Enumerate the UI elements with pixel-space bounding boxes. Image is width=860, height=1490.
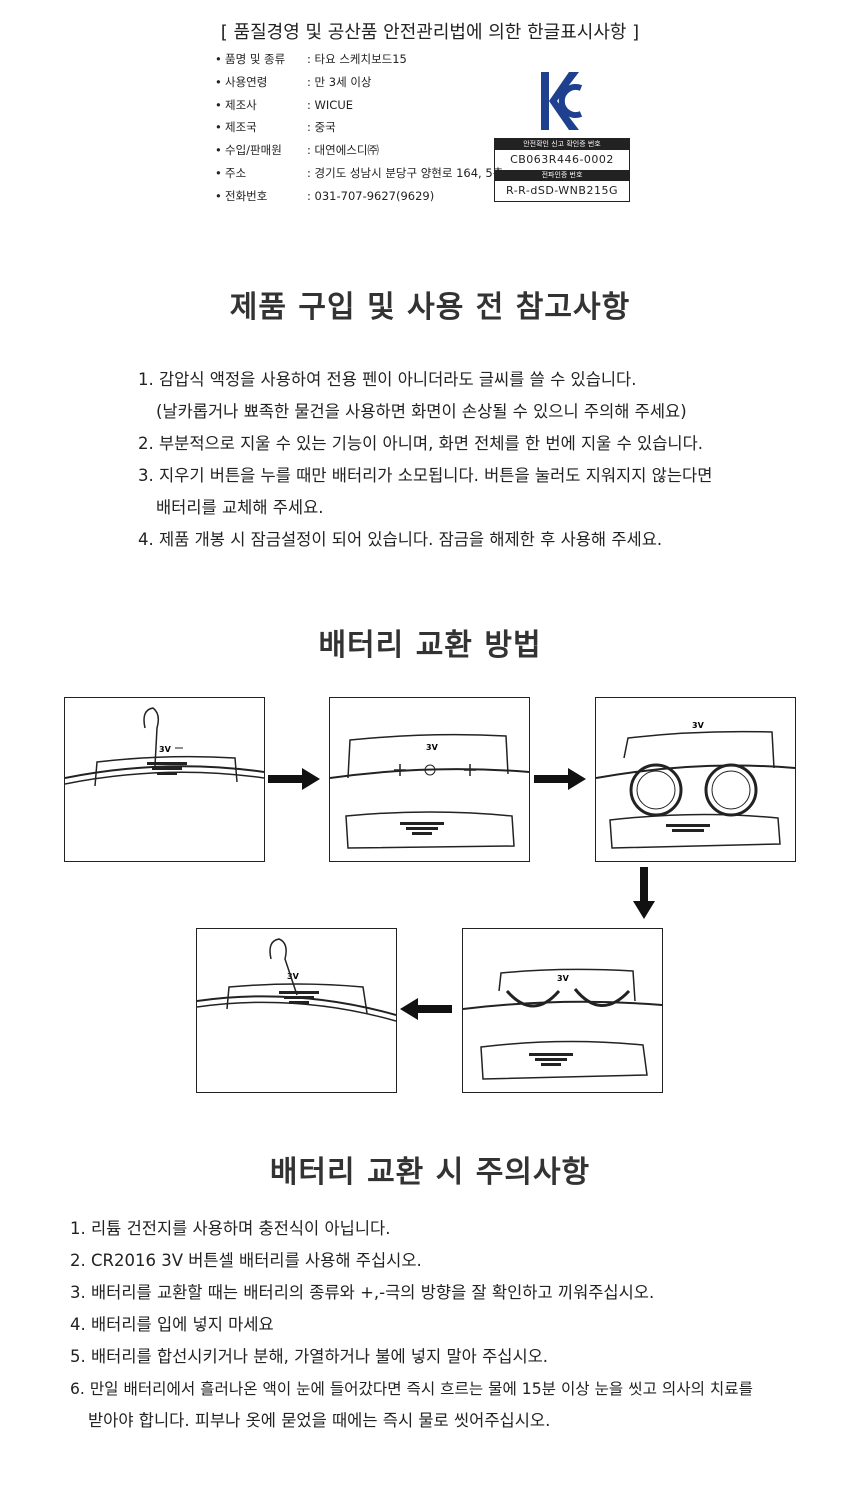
caution-list: 1. 리튬 건전지를 사용하며 충전식이 아닙니다. 2. CR2016 3V … — [70, 1213, 753, 1437]
note-line: 2. 부분적으로 지울 수 있는 기능이 아니며, 화면 전체를 한 번에 지울… — [138, 434, 703, 453]
label-info-list: •품명 및 종류: 타요 스케치보드15 •사용연령: 만 3세 이상 •제조사… — [215, 48, 503, 208]
caution-line: 받아야 합니다. 피부나 옷에 묻었을 때에는 즉시 물로 씻어주십시오. — [70, 1405, 753, 1437]
label-key: 품명 및 종류 — [225, 52, 286, 66]
label-key: 제조국 — [225, 120, 257, 135]
label-value: : 중국 — [307, 120, 336, 135]
radio-cert-number: R-R-dSD-WNB215G — [506, 184, 618, 197]
label-item: •전화번호 : 031-707-9627(9629) — [215, 185, 503, 208]
kc-mark-icon — [541, 72, 583, 130]
arrow-right-icon — [534, 768, 586, 790]
label-key: 수입/판매원 — [225, 143, 282, 158]
caution-line: 3. 배터리를 교환할 때는 배터리의 종류와 +,-극의 방향을 잘 확인하고… — [70, 1283, 655, 1302]
step-3-remove-batteries: 3V — [595, 697, 796, 862]
caution-line: 5. 배터리를 합선시키거나 분해, 가열하거나 불에 넣지 말아 주십시오. — [70, 1347, 549, 1366]
label-value: : 경기도 성남시 분당구 양현로 164, 5층 — [307, 165, 504, 180]
note-line-continued: 배터리를 교체해 주세요. — [156, 498, 324, 517]
bullet-icon: • — [215, 188, 222, 203]
label-value: : WICUE — [307, 97, 354, 112]
label-item: •주소 : 경기도 성남시 분당구 양현로 164, 5층 — [215, 162, 503, 185]
radio-cert-label: 전파인증 번호 — [495, 170, 629, 181]
caution-line: 2. CR2016 3V 버튼셀 배터리를 사용해 주십시오. — [70, 1251, 422, 1270]
label-item: •사용연령 : 만 3세 이상 — [215, 71, 503, 94]
step-5-close-cover: 3V — [196, 928, 397, 1093]
cover-mark: 3V — [557, 974, 570, 983]
notes-list: 1. 감압식 액정을 사용하여 전용 펜이 아니더라도 글씨를 쓸 수 있습니다… — [138, 364, 712, 556]
step-4-insert-batteries: 3V — [462, 928, 663, 1093]
note-line: 1. 감압식 액정을 사용하여 전용 펜이 아니더라도 글씨를 쓸 수 있습니다… — [138, 370, 637, 389]
cover-mark: 3V — [159, 745, 172, 754]
label-item: •수입/판매원 : 대연에스디㈜ — [215, 139, 503, 162]
notes-heading: 제품 구입 및 사용 전 참고사항 — [229, 290, 631, 325]
caution-line-continued: 받아야 합니다. 피부나 옷에 묻었을 때에는 즉시 물로 씻어주십시오. — [88, 1411, 551, 1430]
label-value: : 031-707-9627(9629) — [307, 188, 435, 203]
safety-cert-number: CB063R446-0002 — [510, 153, 614, 166]
caution-line: 1. 리튬 건전지를 사용하며 충전식이 아닙니다. — [70, 1219, 391, 1238]
label-key: 전화번호 — [225, 188, 268, 203]
arrow-down-icon — [633, 867, 655, 919]
caution-heading: 배터리 교환 시 주의사항 — [269, 1155, 591, 1190]
bullet-icon: • — [215, 165, 222, 180]
kc-mark — [494, 66, 628, 136]
label-value: : 대연에스디㈜ — [307, 143, 379, 158]
caution-line: 4. 배터리를 입에 넣지 마세요 — [70, 1315, 274, 1334]
battery-heading: 배터리 교환 방법 — [318, 628, 542, 663]
bullet-icon: • — [215, 143, 222, 158]
note-line-continued: (날카롭거나 뾰족한 물건을 사용하면 화면이 손상될 수 있으니 주의해 주세… — [156, 402, 687, 421]
label-item: •제조국 : 중국 — [215, 116, 503, 139]
arrow-left-icon — [400, 998, 452, 1020]
certification-box: 안전확인 신고 확인증 번호 CB063R446-0002 전파인증 번호 R-… — [494, 138, 630, 202]
bullet-icon: • — [215, 97, 222, 112]
bullet-icon: • — [215, 74, 222, 89]
label-item: •품명 및 종류 : 타요 스케치보드15 — [215, 48, 503, 71]
safety-cert-label: 안전확인 신고 확인증 번호 — [495, 139, 629, 150]
label-item: •제조사 : WICUE — [215, 94, 503, 117]
arrow-right-icon — [268, 768, 320, 790]
caution-line: 6. 만일 배터리에서 흘러나온 액이 눈에 들어갔다면 즉시 흐르는 물에 1… — [70, 1380, 753, 1398]
note-line: 4. 제품 개봉 시 잠금설정이 되어 있습니다. 잠금을 해제한 후 사용해 … — [138, 530, 663, 549]
bullet-icon: • — [215, 120, 222, 135]
label-key: 제조사 — [225, 97, 257, 112]
cover-mark: 3V — [287, 972, 300, 981]
note-line: 3. 지우기 버튼을 누를 때만 배터리가 소모됩니다. 버튼을 눌러도 지워지… — [138, 466, 713, 485]
label-key: 사용연령 — [225, 74, 268, 89]
label-value: : 만 3세 이상 — [307, 74, 372, 89]
bullet-icon: • — [215, 52, 222, 66]
label-value: : 타요 스케치보드15 — [307, 52, 407, 66]
label-key: 주소 — [225, 165, 247, 180]
cover-mark: 3V — [426, 743, 439, 752]
cover-mark: 3V — [692, 721, 705, 730]
label-title: [ 품질경영 및 공산품 안전관리법에 의한 한글표시사항 ] — [220, 22, 640, 43]
step-2-cover-removed: 3V — [329, 697, 530, 862]
note-line: (날카롭거나 뾰족한 물건을 사용하면 화면이 손상될 수 있으니 주의해 주세… — [138, 396, 712, 428]
step-1-open-cover: 3V — [64, 697, 265, 862]
note-line: 배터리를 교체해 주세요. — [138, 492, 712, 524]
